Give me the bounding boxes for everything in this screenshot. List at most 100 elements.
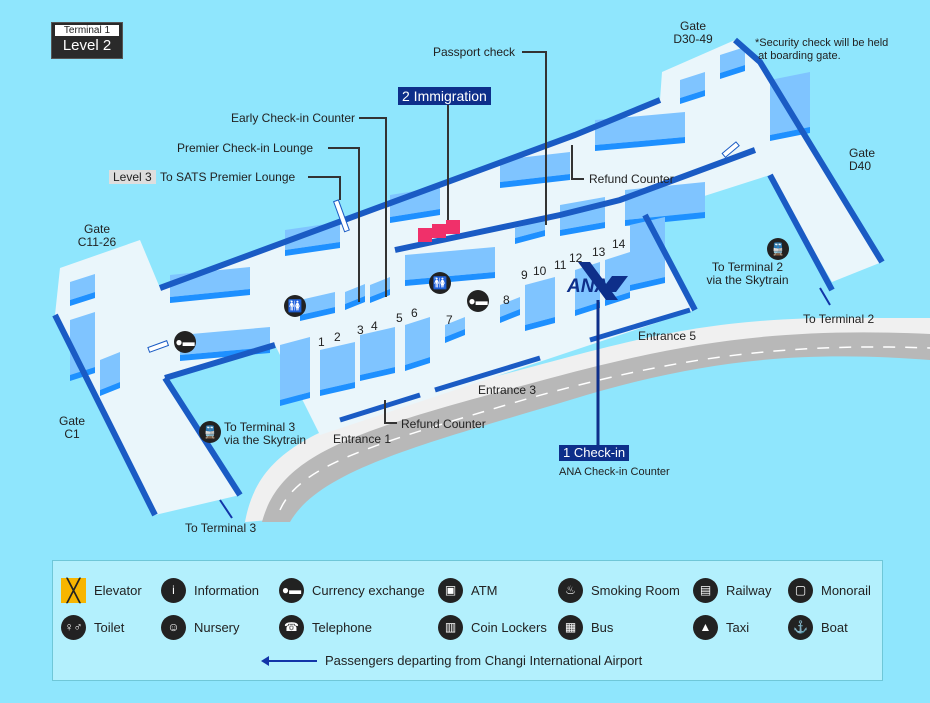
legend-item: ☎Telephone	[279, 615, 372, 640]
legend-label: Monorail	[821, 583, 871, 598]
legend-item: ♨Smoking Room	[558, 578, 680, 603]
escalator-icon	[333, 199, 350, 233]
toilet-icon: 🚻	[284, 295, 306, 317]
telephone-icon: ☎	[279, 615, 304, 640]
terminal-level-badge: Terminal 1 Level 2	[51, 22, 123, 59]
building-block	[515, 220, 545, 238]
building-block-side	[280, 392, 310, 406]
bus-icon: ▦	[558, 615, 583, 640]
counter-number: 12	[569, 251, 583, 265]
level3-tag: Level 3	[109, 170, 156, 184]
legend-label: Information	[194, 583, 260, 598]
departing-arrow-icon	[261, 655, 317, 666]
elevator-icon: ╳	[61, 578, 86, 603]
legend-item: ▢Monorail	[788, 578, 871, 603]
atm-icon: ▣	[438, 578, 463, 603]
legend-item: ⚓Boat	[788, 615, 848, 640]
road-markings	[279, 346, 930, 511]
building-block-side	[515, 230, 545, 244]
building-block-side	[630, 277, 665, 291]
boat-icon: ⚓	[788, 615, 813, 640]
to-terminal-3-label[interactable]: To Terminal 3	[185, 521, 257, 535]
currency-exchange-icon: ●▬	[174, 331, 196, 353]
building-block-side	[500, 309, 520, 323]
building-block	[525, 277, 555, 325]
wall-east	[733, 37, 885, 264]
legend-label: Currency exchange	[312, 583, 425, 598]
immigration-booth	[418, 228, 432, 242]
gate-title: Gate	[679, 19, 706, 33]
building-block-side	[390, 209, 440, 223]
building-block	[180, 327, 270, 355]
legend-item: ▣ ATM	[438, 578, 497, 603]
toilet-icon: 🚻	[429, 272, 451, 294]
currency-exchange-icon: ●▬	[279, 578, 304, 603]
sats-lounge-label: To SATS Premier Lounge	[160, 170, 296, 184]
building-block	[405, 247, 495, 280]
counter-number: 3	[357, 323, 364, 337]
arrow-to-t2	[819, 287, 831, 306]
taxi-icon: ▲	[693, 615, 718, 640]
wall-inner-east	[767, 173, 835, 292]
entrance-3-label: Entrance 3	[478, 383, 537, 397]
wall-north	[158, 97, 662, 291]
ana-logo: ANA	[566, 262, 628, 300]
legend-item: ☺ Nursery	[161, 615, 240, 640]
legend-label: Coin Lockers	[471, 620, 547, 635]
legend-label: Toilet	[94, 620, 125, 635]
entrance-wall	[434, 355, 541, 393]
building-block	[630, 217, 665, 285]
currency-exchange-icon: ●▬	[467, 290, 489, 312]
gate-range: D30-49	[673, 32, 713, 46]
to-t2-line1: To Terminal 2	[711, 260, 784, 274]
gate-range: C1	[64, 427, 80, 441]
to-terminal-2-label[interactable]: To Terminal 2	[803, 312, 875, 326]
escalator-icon	[147, 340, 170, 353]
road-curb	[245, 317, 930, 522]
nursery-icon: ☺	[161, 615, 186, 640]
building-block	[100, 352, 120, 390]
legend-label: Taxi	[726, 620, 750, 635]
building-block-side	[720, 65, 745, 79]
passport-check-label: Passport check	[433, 45, 516, 59]
counter-number: 8	[503, 293, 510, 307]
road	[262, 332, 930, 522]
legend-label: Railway	[726, 583, 772, 598]
checkin-label: 1 Check-in	[559, 445, 630, 461]
building-block-side	[445, 329, 465, 343]
legend-label: ATM	[471, 583, 498, 598]
information-icon: i	[161, 578, 186, 603]
legend-item: ╳Elevator	[61, 578, 142, 603]
building-block	[720, 47, 745, 73]
building-block-side	[320, 382, 355, 396]
building-block	[680, 72, 705, 98]
building-block	[360, 327, 395, 375]
legend-item: ▥Coin Lockers	[438, 615, 547, 640]
pointer-sats	[308, 176, 341, 200]
legend-label: Bus	[591, 620, 614, 635]
level-label: Level 2	[62, 37, 112, 54]
building-block	[280, 337, 310, 400]
building-block	[300, 292, 335, 315]
immigration-booth	[432, 224, 446, 238]
legend-item: i Information	[161, 578, 259, 603]
security-note-line2: at boarding gate.	[758, 50, 841, 62]
legend-label: Nursery	[194, 620, 240, 635]
entrance-wall	[589, 307, 691, 343]
refund-counter-top-label: Refund Counter	[589, 172, 674, 186]
railway-icon: 🚆	[199, 421, 221, 443]
counter-number: 13	[592, 245, 606, 259]
early-checkin-label: Early Check-in Counter	[231, 111, 356, 125]
pointer-refund-top	[571, 145, 584, 180]
building-block-side	[170, 289, 250, 303]
building-block	[70, 274, 95, 300]
building-block-side	[595, 137, 685, 151]
building-block-side	[525, 317, 555, 331]
terminal-label: Terminal 1	[55, 25, 119, 36]
building-block-side	[360, 367, 395, 381]
